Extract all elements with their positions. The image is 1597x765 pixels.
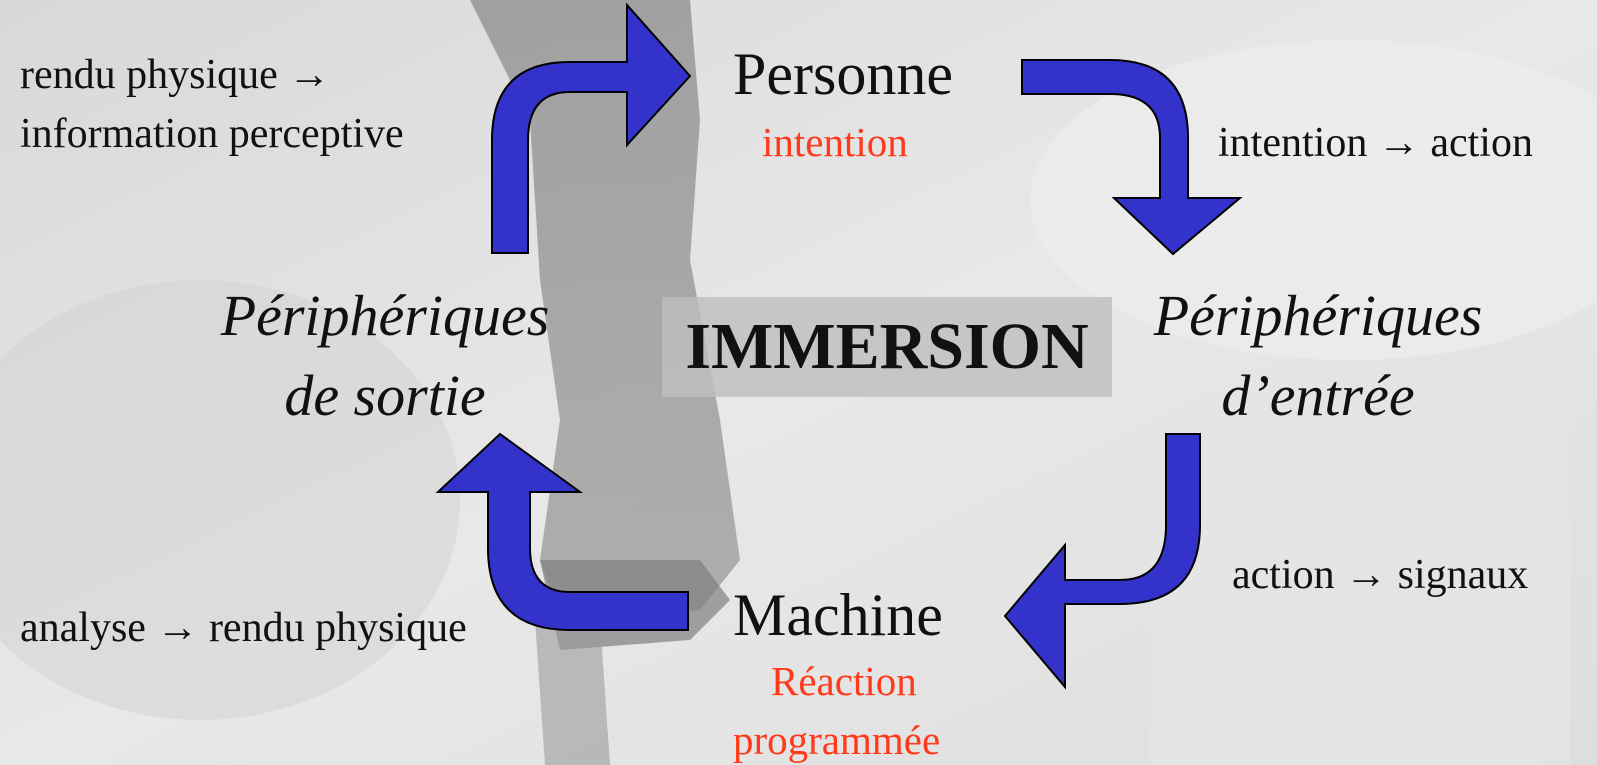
person-node-sub: intention (762, 119, 908, 165)
output-devices-line2: de sortie (284, 363, 486, 429)
transition-bottom-right: action → signaux (1232, 552, 1529, 598)
transition-bottom-left: analyse → rendu physique (20, 605, 467, 651)
input-devices-line2: d’entrée (1221, 363, 1415, 429)
arrow-input-to-machine (1003, 433, 1201, 690)
immersion-box: IMMERSION (662, 297, 1112, 397)
output-devices-node: Périphériques de sortie (185, 276, 585, 436)
transition-top-right: intention → action (1218, 120, 1533, 166)
input-devices-node: Périphériques d’entrée (1118, 276, 1518, 436)
machine-node-label: Machine (733, 582, 943, 648)
immersion-label: IMMERSION (685, 310, 1089, 383)
arrow-machine-to-output (435, 432, 689, 631)
arrow-person-to-input (1021, 59, 1243, 256)
person-node-label: Personne (733, 41, 953, 107)
machine-node-sub-line2: programmée (733, 717, 941, 763)
transition-top-left-line1: rendu physique → (20, 52, 331, 98)
transition-top-left-line2: information perceptive (20, 111, 404, 157)
output-devices-line1: Périphériques (220, 283, 550, 348)
machine-node-sub-line1: Réaction (771, 658, 917, 704)
input-devices-line1: Périphériques (1153, 283, 1483, 348)
arrow-output-to-person (491, 2, 692, 254)
